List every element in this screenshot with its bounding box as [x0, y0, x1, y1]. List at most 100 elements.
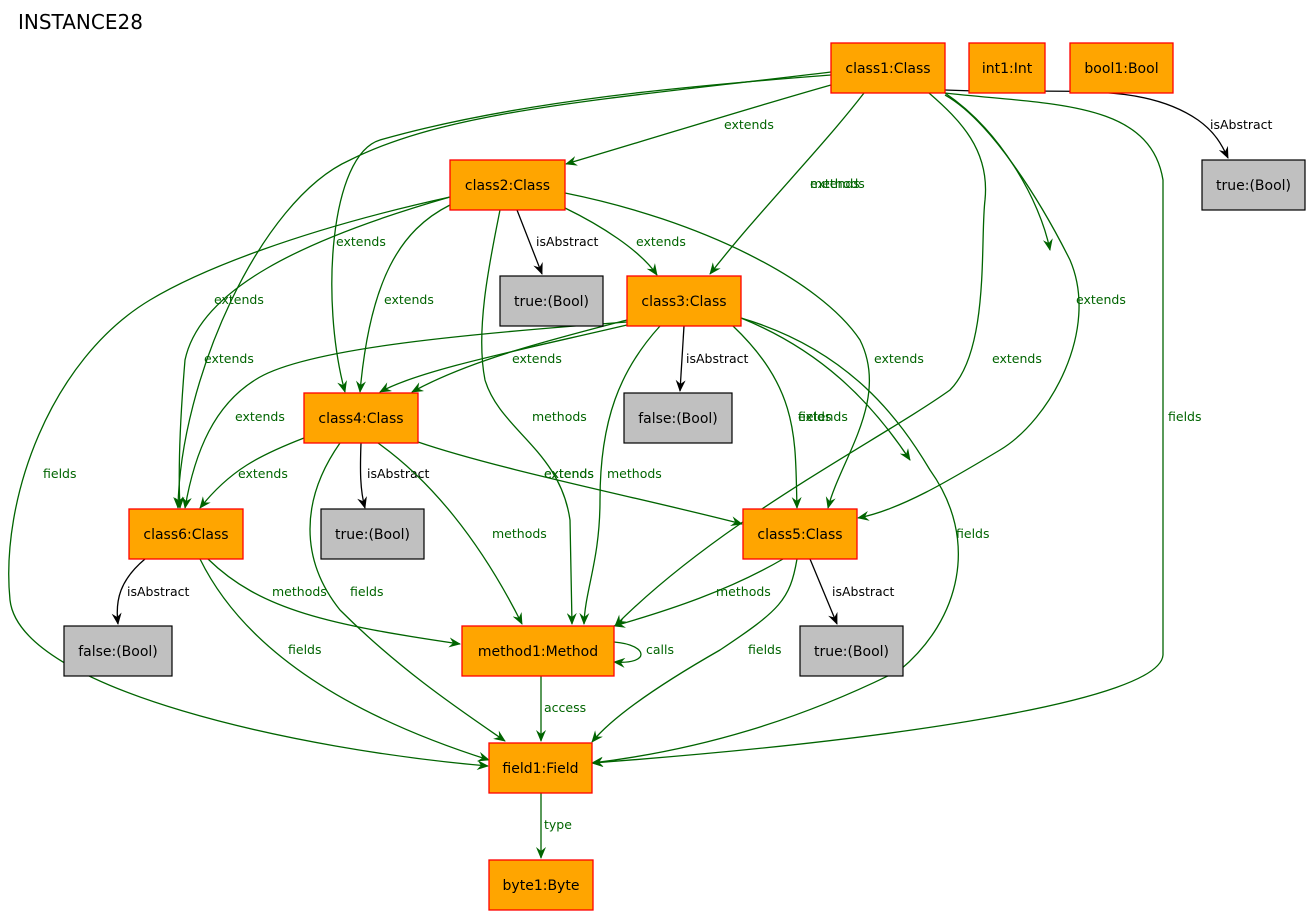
edge-methods-22 [579, 325, 661, 625]
edge-label-extends: extends [512, 351, 562, 366]
node-byte1: byte1:Byte [488, 859, 594, 911]
edge-label-extends: extends [238, 466, 288, 481]
node-box-bool1 [1069, 42, 1174, 94]
edge-label-methods: methods [810, 176, 865, 191]
node-label-bool1: bool1:Bool [1084, 61, 1158, 77]
edge-extends-3 [331, 74, 832, 393]
edge-label-fields: fields [350, 584, 383, 599]
edge-fields-31 [199, 558, 490, 762]
node-box-field1 [488, 742, 593, 794]
node-label-t5: true:(Bool) [814, 644, 889, 660]
node-label-field1: field1:Field [502, 761, 578, 777]
edge-label-methods: methods [607, 466, 662, 481]
edge-extends-11 [564, 207, 658, 276]
node-box-class3 [626, 275, 742, 327]
edge-label-methods: methods [272, 584, 327, 599]
edge-extends-12 [356, 204, 451, 393]
edge-label-fields: fields [288, 642, 321, 657]
edge-label-access: access [544, 700, 586, 715]
node-box-t4 [320, 508, 425, 560]
node-box-method1 [461, 625, 615, 677]
node-box-f3 [623, 392, 733, 444]
edge-label-extends: extends [336, 234, 386, 249]
edge-label-methods: methods [492, 526, 547, 541]
edge-extends-26 [417, 441, 743, 527]
edge-isabstract-10 [516, 209, 543, 275]
edge-label-extends: extends [636, 234, 686, 249]
edge-label-fields: fields [748, 642, 781, 657]
edge-label-extends: extends [992, 351, 1042, 366]
edge-label-fields: fields [956, 526, 989, 541]
node-int1: int1:Int [968, 42, 1046, 94]
node-box-t2 [499, 275, 604, 327]
node-label-t2: true:(Bool) [514, 294, 589, 310]
edge-label-extends: extends [214, 292, 264, 307]
edge-label-extends: extends [204, 351, 254, 366]
node-label-class4: class4:Class [318, 411, 403, 427]
edge-isabstract-24 [357, 442, 367, 509]
node-label-byte1: byte1:Byte [503, 878, 580, 894]
edge-extends-2 [709, 92, 865, 275]
edge-label-extends: extends [384, 292, 434, 307]
node-method1: method1:Method [461, 625, 615, 677]
node-class2: class2:Class [449, 159, 566, 211]
edge-isabstract-29 [111, 558, 146, 625]
nodes-layer: class1:Class int1:Int bool1:Bool true:(Bool… [63, 42, 1306, 911]
edge-label-fields: fields [43, 466, 76, 481]
edge-fields-9 [8, 196, 489, 771]
node-box-class2 [449, 159, 566, 211]
node-t4: true:(Bool) [320, 508, 425, 560]
node-label-int1: int1:Int [982, 61, 1033, 77]
edge-extends-13 [174, 196, 451, 509]
edge-label-methods: methods [716, 584, 771, 599]
node-label-method1: method1:Method [478, 644, 598, 660]
node-class1: class1:Class [830, 42, 946, 94]
edge-isabstract-0 [944, 89, 1229, 159]
edges-layer: isAbstract extends extends extends extends ex… [8, 71, 1273, 859]
node-box-class1 [830, 42, 946, 94]
node-label-t1: true:(Bool) [1216, 178, 1291, 194]
edge-label-calls: calls [646, 642, 674, 657]
node-field1: field1:Field [488, 742, 593, 794]
edge-label-isabstract: isAbstract [1210, 117, 1273, 132]
edge-label-isabstract: isAbstract [686, 351, 749, 366]
edge-methods-27 [377, 442, 523, 625]
node-class6: class6:Class [128, 508, 244, 560]
node-box-f6 [63, 625, 173, 677]
edge-methods-33 [613, 558, 784, 628]
edge-label-fields: fields [798, 409, 831, 424]
node-box-int1 [968, 42, 1046, 94]
edge-label-extends: extends [798, 409, 848, 424]
node-f6: false:(Bool) [63, 625, 173, 677]
edge-methods-30 [207, 558, 461, 648]
edge-extends-7 [173, 71, 832, 509]
edge-methods-6 [944, 92, 1053, 251]
edge-calls-35 [613, 641, 642, 668]
edge-isabstract-32 [809, 558, 838, 625]
edge-label-extends: extends [235, 409, 285, 424]
edge-extends-25 [199, 437, 305, 509]
edge-label-extends: extends [874, 351, 924, 366]
edge-label-extends: extends [544, 466, 594, 481]
edge-fields-28 [309, 442, 506, 742]
edge-fields-34 [591, 558, 798, 743]
edge-extends-21 [732, 325, 802, 509]
node-label-f3: false:(Bool) [638, 411, 718, 427]
node-bool1: bool1:Bool [1069, 42, 1174, 94]
node-box-t1 [1201, 159, 1306, 211]
edge-label-extends: extends [810, 176, 860, 191]
edge-label-extends: extends [544, 466, 594, 481]
node-label-class5: class5:Class [757, 527, 842, 543]
node-label-class1: class1:Class [845, 61, 930, 77]
node-box-class6 [128, 508, 244, 560]
edge-label-isabstract: isAbstract [127, 584, 190, 599]
node-label-f6: false:(Bool) [78, 644, 158, 660]
edge-label-isabstract: isAbstract [536, 234, 599, 249]
node-f3: false:(Bool) [623, 392, 733, 444]
edge-label-extends: extends [724, 117, 774, 132]
edge-label-extends: extends [1076, 292, 1126, 307]
node-label-t4: true:(Bool) [335, 527, 410, 543]
edge-extends-1 [565, 84, 832, 166]
node-class3: class3:Class [626, 275, 742, 327]
